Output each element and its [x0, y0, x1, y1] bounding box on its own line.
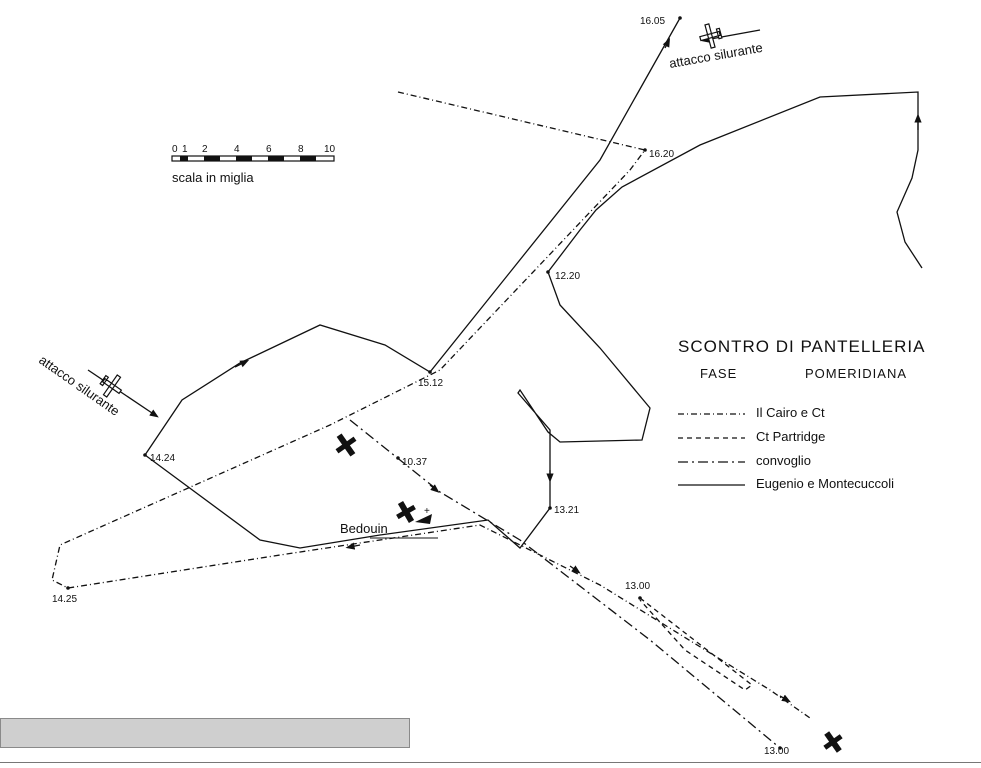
map-subtitle-right: POMERIDIANA	[805, 366, 907, 381]
time-1605: 16.05	[640, 16, 665, 27]
scale-tick-1: 1	[182, 144, 188, 155]
scale-tick-2: 2	[202, 144, 208, 155]
route-convoglio	[349, 419, 781, 749]
map-subtitle-left: FASE	[700, 366, 737, 381]
time-1220: 12.20	[555, 271, 580, 282]
bottom-rule	[0, 762, 981, 763]
time-1620: 16.20	[649, 149, 674, 160]
route-eugenio-montecuccoli	[144, 17, 923, 549]
map-title: SCONTRO DI PANTELLERIA	[678, 337, 925, 356]
scale-bar: 0 1 2 4 6 8 10 scala in miglia	[171, 144, 336, 185]
legend-eugenio: Eugenio e Montecuccoli	[756, 476, 894, 491]
time-1425: 14.25	[52, 594, 77, 605]
aircraft-icon	[335, 433, 357, 457]
scale-tick-6: 6	[266, 144, 272, 155]
time-1300-upper: 13.00	[625, 581, 650, 592]
scale-tick-4: 4	[234, 144, 240, 155]
route-partridge	[639, 597, 754, 691]
torpedo-attack-ne: attacco silurante	[668, 23, 764, 71]
aircraft-icon	[823, 731, 843, 753]
scale-tick-0: 0	[172, 144, 178, 155]
torpedo-ne-label: attacco silurante	[668, 40, 764, 71]
aircraft-icon	[396, 500, 416, 524]
aircraft-outline-icon	[99, 374, 123, 398]
legend-partridge: Ct Partridge	[756, 429, 825, 444]
torpedo-attack-w: attacco silurante	[36, 352, 159, 419]
aircraft-outline-icon	[699, 23, 723, 49]
scale-caption: scala in miglia	[172, 170, 254, 185]
bedouin-marker: + Bedouin	[340, 500, 438, 539]
time-1300-lower: 13.00	[764, 746, 789, 757]
time-1424: 14.24	[150, 453, 175, 464]
time-1512: 15.12	[418, 378, 443, 389]
bedouin-label: Bedouin	[340, 521, 388, 536]
scale-tick-10: 10	[324, 144, 336, 155]
time-markers: 16.05 16.20 12.20 15.12 14.24 10.37 13.2…	[52, 16, 789, 757]
route-il-cairo	[51, 91, 811, 719]
legend-convoglio: convoglio	[756, 453, 811, 468]
time-1037: 10.37	[402, 457, 427, 468]
sinking-ship-icon	[415, 514, 432, 524]
svg-text:+: +	[424, 506, 430, 517]
legend: Il Cairo e Ct Ct Partridge convoglio Eug…	[678, 405, 894, 491]
caption-bar	[0, 718, 410, 748]
legend-il-cairo: Il Cairo e Ct	[756, 405, 825, 420]
time-1321: 13.21	[554, 505, 579, 516]
scale-tick-8: 8	[298, 144, 304, 155]
